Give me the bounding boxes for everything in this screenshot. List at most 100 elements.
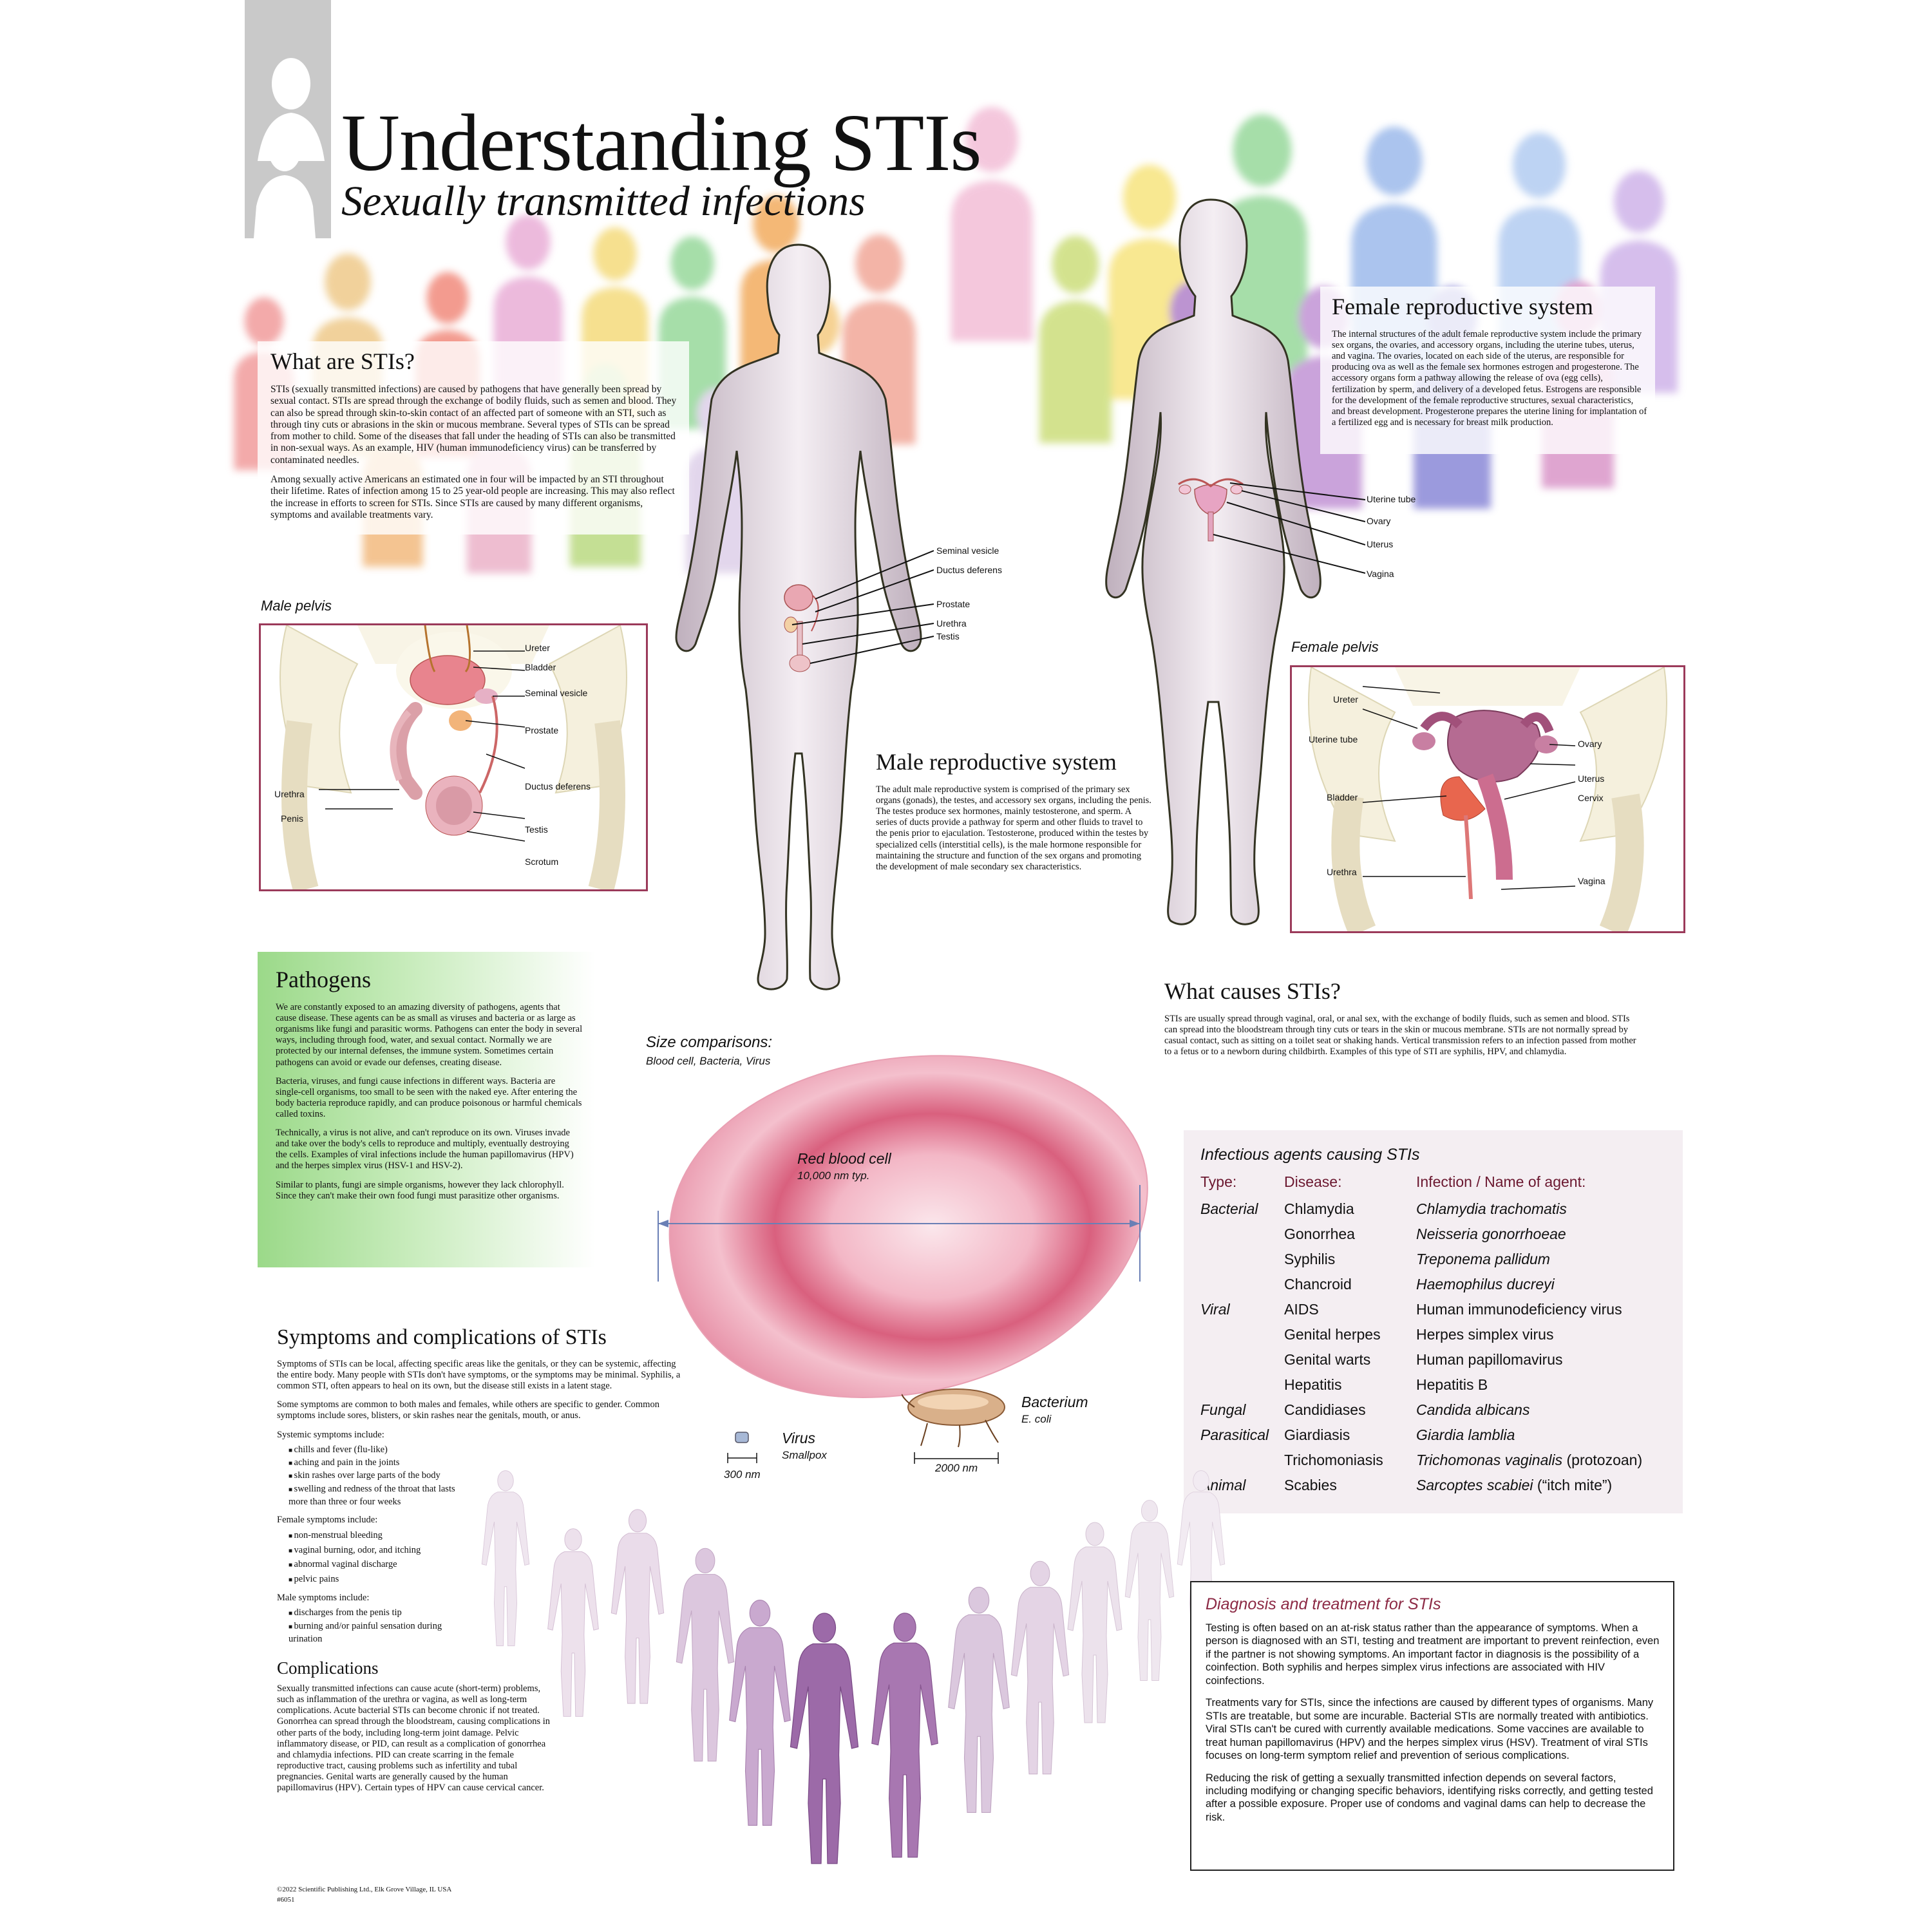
female-reproductive-organs <box>1178 478 1244 542</box>
what-are-stis-section: What are STIs? STIs (sexually transmitte… <box>270 348 683 529</box>
cell-type <box>1200 1247 1284 1273</box>
label-urethra: Urethra <box>1327 867 1357 877</box>
table-row: Gonorrhea Neisseria gonorrhoeae <box>1200 1222 1642 1247</box>
table-header-row: Type: Disease: Infection / Name of agent… <box>1200 1173 1642 1197</box>
female-pelvis-illustration <box>1308 667 1667 931</box>
section-heading: Pathogens <box>276 967 371 992</box>
cell-agent: Herpes simplex virus <box>1416 1323 1642 1348</box>
label-vagina: Vagina <box>1578 876 1605 886</box>
cell-type: Viral <box>1200 1301 1230 1318</box>
label-uterine-tube: Uterine tube <box>1367 494 1416 504</box>
label-ureter: Ureter <box>1333 694 1358 705</box>
paragraph: Symptoms of STIs can be local, affecting… <box>277 1359 681 1392</box>
agent-name: Herpes simplex virus <box>1416 1326 1554 1343</box>
size-comparisons-heading: Size comparisons: <box>646 1034 773 1051</box>
cell-disease: Gonorrhea <box>1284 1226 1355 1242</box>
label-cervix: Cervix <box>1578 793 1604 803</box>
agent-name: Treponema pallidum <box>1416 1251 1550 1267</box>
heads-silhouette-icon <box>254 58 325 238</box>
bacterium-illustration <box>902 1388 1005 1464</box>
cell-agent: Candida albicans <box>1416 1398 1642 1423</box>
label-bladder: Bladder <box>1327 792 1358 802</box>
what-are-stis-panel <box>258 341 689 535</box>
bacterium-size-label: 2000 nm <box>935 1462 978 1474</box>
female-symptoms-label: Female symptoms include: <box>277 1515 378 1526</box>
agent-note: (protozoan) <box>1562 1452 1643 1468</box>
table-row: Trichomoniasis Trichomonas vaginalis (pro… <box>1200 1448 1642 1473</box>
cell-type: Fungal <box>1200 1401 1246 1418</box>
table-title: Infectious agents causing STIs <box>1200 1146 1420 1164</box>
cell-disease: Chlamydia <box>1284 1200 1354 1217</box>
table-row: Chancroid Haemophilus ducreyi <box>1200 1273 1642 1298</box>
column-header-disease: Disease: <box>1284 1173 1342 1190</box>
list-item: vaginal burning, odor, and itching <box>289 1543 470 1557</box>
what-causes-section: What causes STIs? STIs are usually sprea… <box>1164 978 1641 1065</box>
label-testis: Testis <box>525 824 548 835</box>
label-uterus: Uterus <box>1578 773 1605 784</box>
list-item: burning and/or painful sensation during … <box>289 1620 470 1646</box>
cell-disease: AIDS <box>1284 1301 1319 1318</box>
section-heading: Male reproductive system <box>876 749 1117 775</box>
label-ductus-deferens: Ductus deferens <box>525 781 591 791</box>
list-item: discharges from the penis tip <box>289 1606 470 1619</box>
cell-disease: Trichomoniasis <box>1284 1452 1383 1468</box>
column-header-type: Type: <box>1200 1173 1237 1190</box>
agent-name: Trichomonas vaginalis <box>1416 1452 1563 1468</box>
cell-agent: Haemophilus ducreyi <box>1416 1273 1642 1298</box>
female-body-illustration <box>1105 198 1365 925</box>
bacterium-sub-label: E. coli <box>1021 1413 1052 1425</box>
copyright-notice: ©2022 Scientific Publishing Ltd., Elk Gr… <box>277 1886 452 1893</box>
male-pelvis-diagram <box>259 623 648 891</box>
cell-agent: Sarcoptes scabiei (“itch mite”) <box>1416 1473 1642 1499</box>
label-bladder: Bladder <box>525 662 556 672</box>
cell-disease: Chancroid <box>1284 1276 1352 1293</box>
label-prostate: Prostate <box>936 599 971 609</box>
agent-name: Candida albicans <box>1416 1401 1530 1418</box>
cell-type: Bacterial <box>1200 1200 1258 1217</box>
male-body-illustration <box>675 243 934 990</box>
paragraph: We are constantly exposed to an amazing … <box>276 1002 583 1068</box>
cell-agent: Human papillomavirus <box>1416 1348 1642 1373</box>
agent-name: Giardia lamblia <box>1416 1426 1515 1443</box>
label-scrotum: Scrotum <box>525 857 559 867</box>
list-item: swelling and redness of the throat that … <box>289 1482 470 1509</box>
cell-type <box>1200 1222 1284 1247</box>
systemic-symptoms-list: chills and fever (flu-like) aching and p… <box>289 1443 470 1508</box>
cell-agent: Human immunodeficiency virus <box>1416 1298 1642 1323</box>
list-item: pelvic pains <box>289 1572 470 1586</box>
diagnosis-section: Diagnosis and treatment for STIs Testing… <box>1190 1581 1674 1871</box>
cell-type <box>1200 1323 1284 1348</box>
cell-agent: Giardia lamblia <box>1416 1423 1642 1448</box>
label-seminal-vesicle: Seminal vesicle <box>525 688 588 698</box>
label-ovary: Ovary <box>1578 739 1602 749</box>
paragraph: STIs are usually spread through vaginal,… <box>1164 1014 1636 1057</box>
paragraph: Some symptoms are common to both males a… <box>277 1399 659 1421</box>
male-pelvis-illustration <box>279 625 627 889</box>
female-pelvis-diagram <box>1290 665 1685 933</box>
red-blood-cell-illustration <box>658 1055 1148 1399</box>
male-reproductive-organs <box>784 584 819 672</box>
paragraph: Reducing the risk of getting a sexually … <box>1206 1772 1653 1823</box>
label-uterine-tube: Uterine tube <box>1309 734 1358 744</box>
pathogens-section: Pathogens We are constantly exposed to a… <box>258 952 596 1267</box>
label-vagina: Vagina <box>1367 569 1394 579</box>
paragraph: Similar to plants, fungi are simple orga… <box>276 1179 564 1201</box>
list-item: abnormal vaginal discharge <box>289 1557 470 1571</box>
list-item: aching and pain in the joints <box>289 1456 470 1469</box>
agent-name: Hepatitis B <box>1416 1376 1488 1393</box>
rbc-label: Red blood cell <box>797 1150 891 1167</box>
bacterium-label: Bacterium <box>1021 1394 1088 1410</box>
agent-name: Neisseria gonorrhoeae <box>1416 1226 1566 1242</box>
paragraph: The adult male reproductive system is co… <box>876 784 1151 872</box>
complications-heading: Complications <box>277 1658 379 1678</box>
male-symptoms-label: Male symptoms include: <box>277 1593 370 1604</box>
paragraph: Treatments vary for STIs, since the infe… <box>1206 1697 1654 1762</box>
paragraph: Technically, a virus is not alive, and c… <box>276 1128 574 1171</box>
paragraph: Among sexually active Americans an estim… <box>270 473 675 520</box>
